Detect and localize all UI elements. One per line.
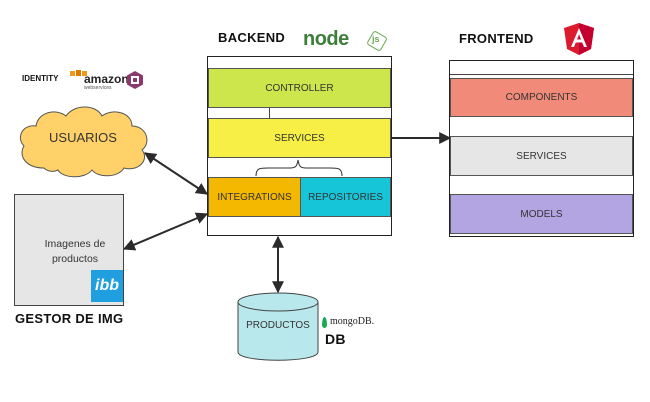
repositories-box: REPOSITORIES [300, 177, 391, 217]
aws-logo: amazon webservices [68, 70, 129, 92]
productos-cylinder: PRODUCTOS [237, 292, 319, 364]
mongo-text: mongoDB. [330, 316, 375, 327]
controller-services-connector [269, 108, 270, 118]
gestor-heading: GESTOR DE IMG [15, 311, 124, 326]
identity-label: IDENTITY [22, 74, 59, 83]
usuarios-label: USUARIOS [49, 130, 117, 145]
mongo-leaf-icon [322, 317, 327, 328]
mongodb-logo: mongoDB. [322, 316, 382, 330]
components-box: COMPONENTS [450, 78, 633, 117]
models-box: MODELS [450, 194, 633, 234]
nodejs-logo: node js [303, 28, 391, 52]
database-cylinder-icon [237, 292, 319, 361]
usuarios-cloud: USUARIOS [14, 102, 152, 180]
cloud-shape-icon [20, 106, 148, 178]
node-js-text: js [372, 34, 380, 44]
db-label: DB [325, 331, 346, 347]
aws-sub-text: webservices [84, 85, 112, 91]
aws-boxes-icon [70, 70, 88, 76]
productos-label: PRODUCTOS [246, 320, 310, 331]
frontend-heading: FRONTEND [459, 31, 534, 46]
imagenes-label: Imagenes de productos [44, 238, 106, 265]
node-logo-text: node [303, 28, 349, 50]
angular-logo-icon [563, 22, 595, 56]
cognito-icon [127, 71, 143, 89]
integrations-box: INTEGRATIONS [208, 177, 301, 217]
frontend-top-divider [450, 74, 633, 75]
services-frontend-box: SERVICES [450, 136, 633, 176]
controller-box: CONTROLLER [208, 68, 391, 108]
usuarios-backend-arrow [143, 152, 209, 195]
imagenes-backend-arrow [122, 212, 209, 251]
ibb-logo-icon: ibb [91, 270, 123, 302]
angular-shield-icon [564, 23, 594, 55]
ibb-logo-text: ibb [95, 277, 119, 294]
amazon-text: amazon [84, 72, 129, 86]
backend-heading: BACKEND [218, 30, 286, 45]
services-backend-box: SERVICES [208, 118, 391, 158]
imagenes-box: Imagenes de productos ibb [14, 194, 124, 306]
